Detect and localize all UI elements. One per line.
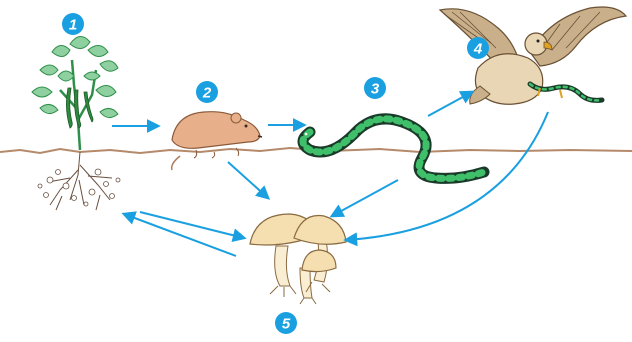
badge-5-label: 5 — [282, 316, 291, 333]
badge-1-label: 1 — [69, 17, 77, 34]
badge-4: 4 — [467, 37, 489, 59]
mouse-icon — [172, 112, 262, 170]
badge-1: 1 — [62, 13, 84, 35]
badge-5: 5 — [275, 312, 297, 334]
mushroom-icon — [250, 214, 346, 304]
arrow-snake-to-eagle — [428, 92, 472, 116]
bean-plant-icon — [32, 36, 120, 210]
badge-2: 2 — [196, 81, 218, 103]
eagle-icon — [440, 7, 626, 104]
badge-4-label: 4 — [473, 41, 483, 58]
arrow-snake-to-mushroom — [332, 180, 398, 216]
badge-2-label: 2 — [202, 85, 212, 102]
arrow-mouse-to-mushroom — [228, 162, 268, 198]
badge-3: 3 — [364, 77, 386, 99]
badge-3-label: 3 — [371, 81, 380, 98]
arrow-mushroom-to-plant — [124, 214, 236, 256]
snake-icon — [303, 119, 484, 179]
